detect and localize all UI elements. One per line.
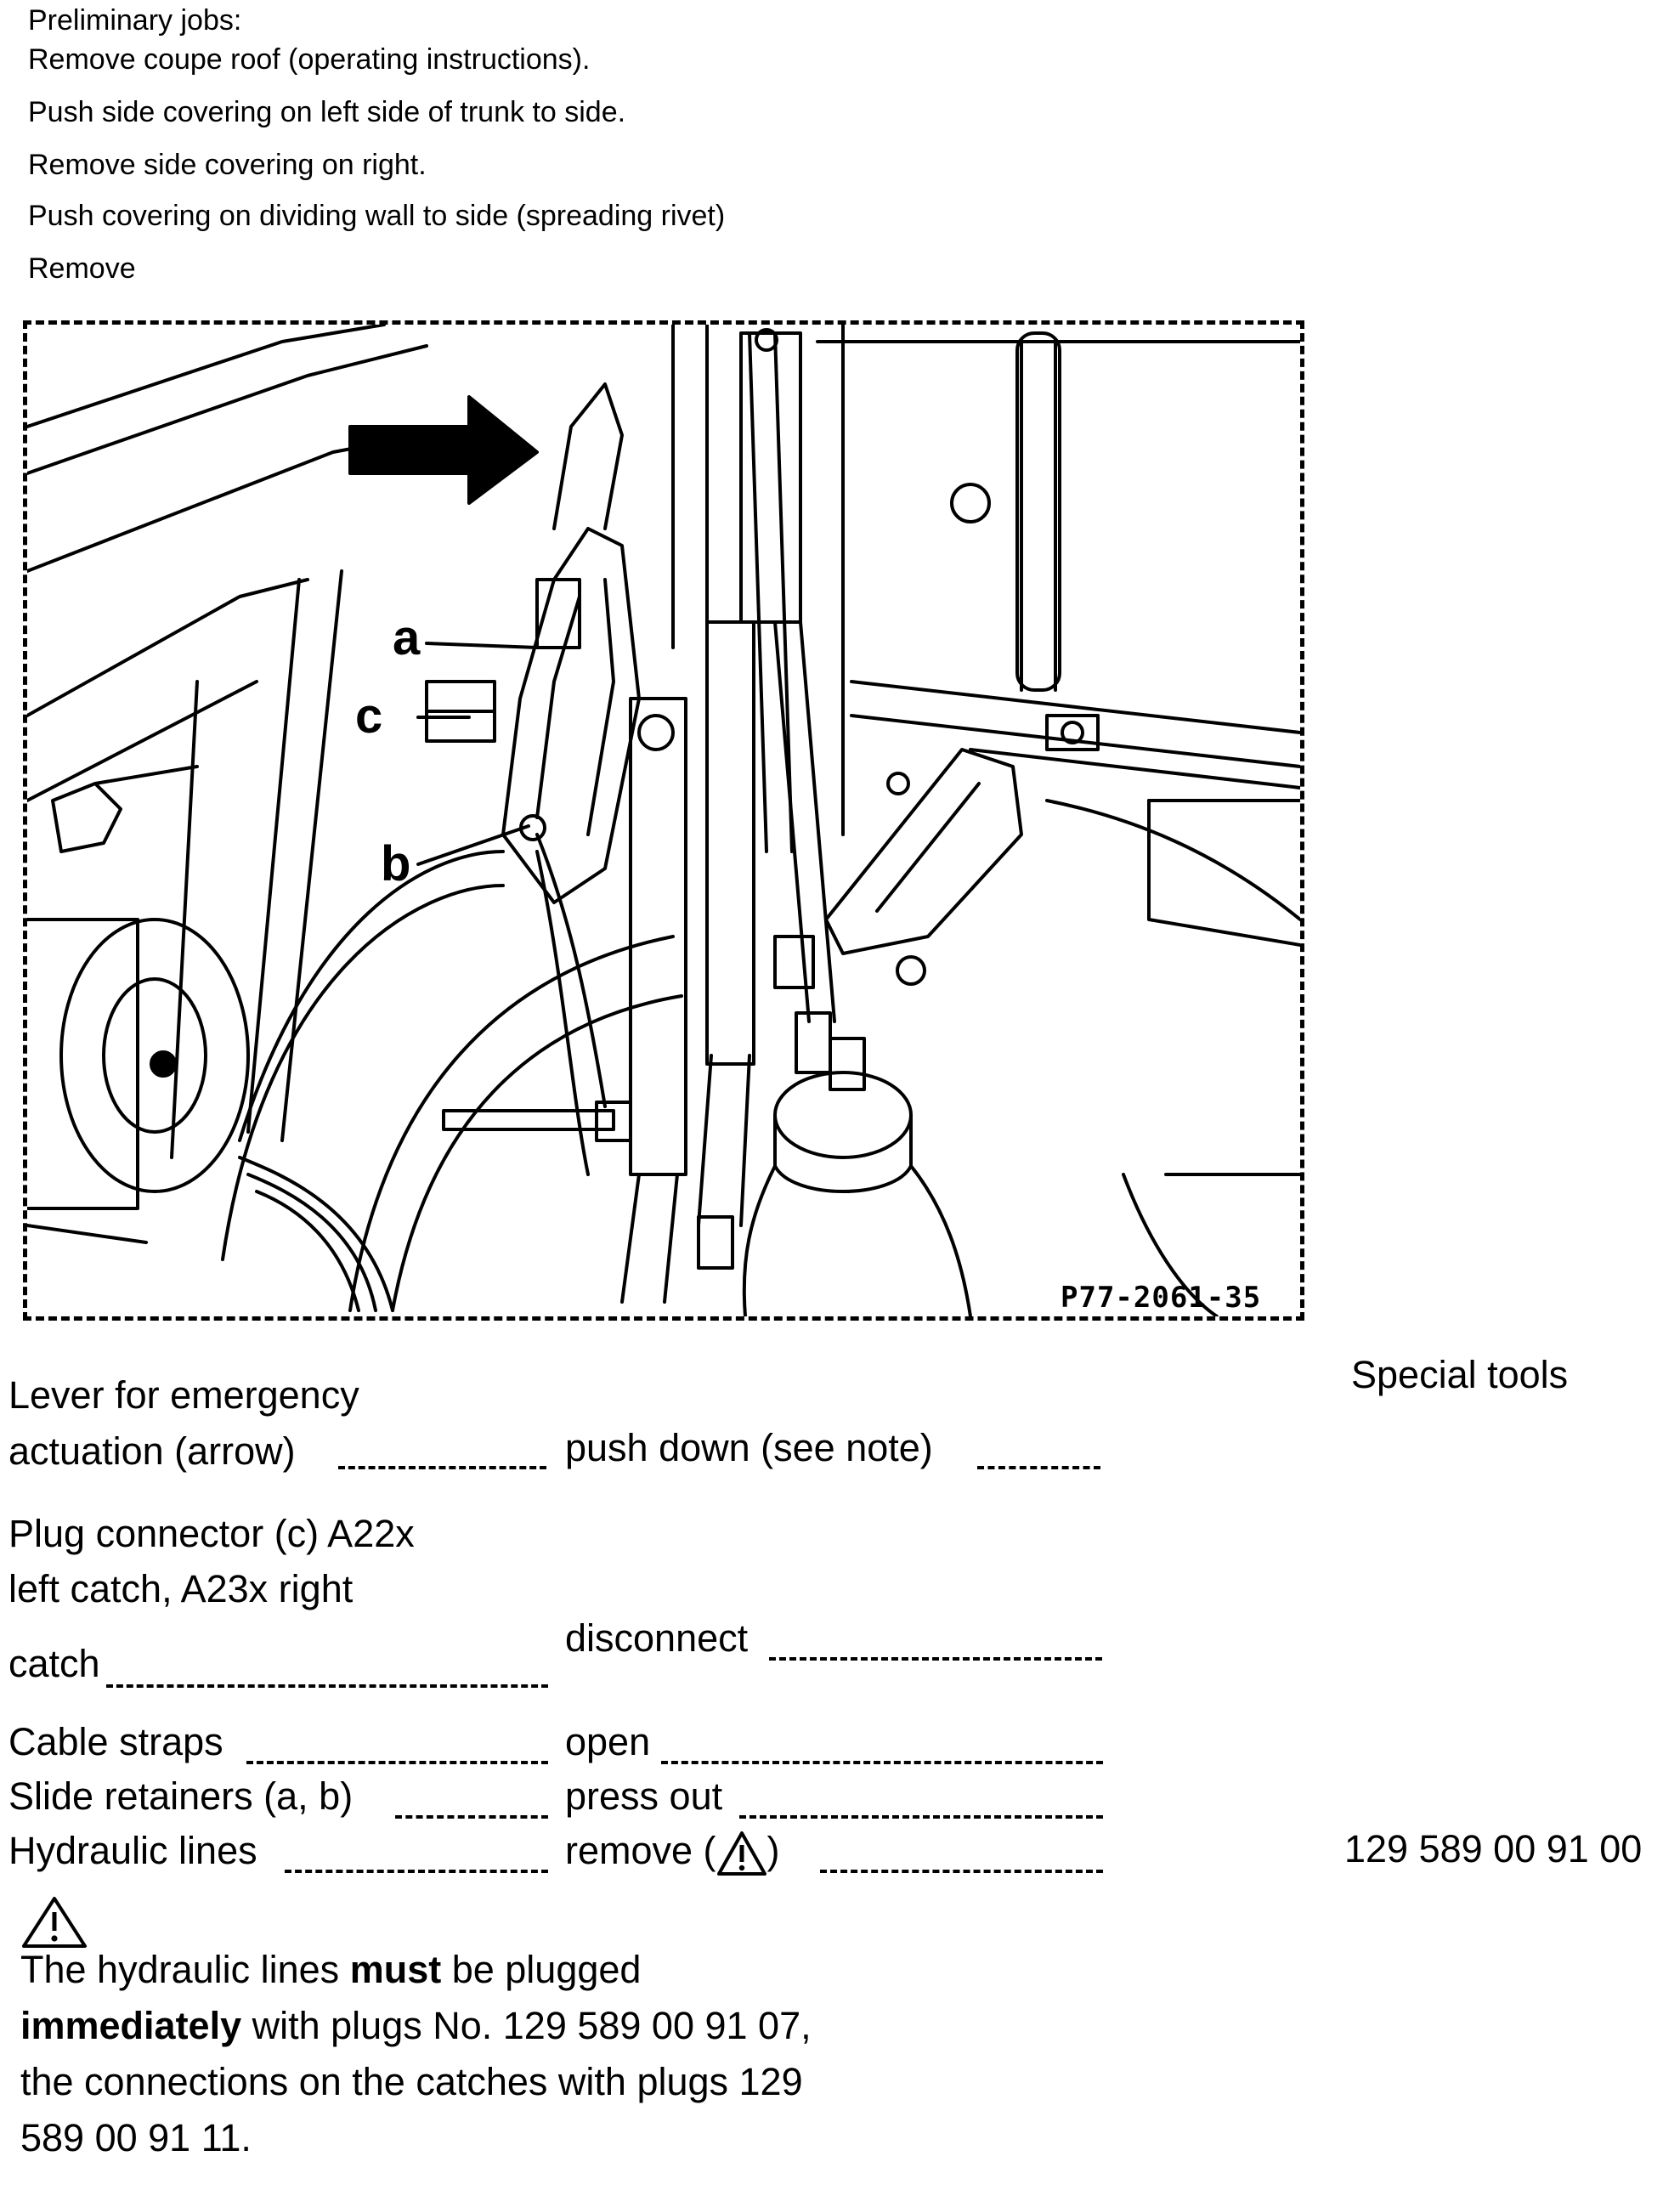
step-1-action-leader	[977, 1466, 1100, 1469]
note-text-2: be plugged	[441, 1948, 642, 1991]
step-3-action: open	[565, 1720, 651, 1763]
step-2-component-line2: left catch, A23x right	[8, 1567, 354, 1610]
figure-code: P77-2061-35	[1061, 1281, 1262, 1315]
figure-label-a: a	[393, 610, 421, 665]
step-4-action-leader	[739, 1815, 1103, 1819]
preliminary-step-3: Remove side covering on right.	[28, 149, 427, 181]
step-5-action-prefix: remove (	[565, 1829, 716, 1872]
step-5-component: Hydraulic lines	[8, 1829, 257, 1872]
warning-icon	[716, 1831, 766, 1876]
note-emphasis-must: must	[349, 1948, 442, 1991]
step-2-leader	[106, 1684, 548, 1688]
roof-latch-diagram	[27, 325, 1300, 1316]
step-1-component-line2: actuation (arrow)	[8, 1429, 296, 1473]
figure-label-b: b	[381, 836, 411, 891]
step-2-action-leader	[769, 1657, 1102, 1661]
preliminary-step-2: Push side covering on left side of trunk…	[28, 96, 626, 128]
step-4-component: Slide retainers (a, b)	[8, 1774, 354, 1818]
step-1-action: push down (see note)	[565, 1426, 933, 1469]
step-1-leader	[338, 1466, 546, 1469]
note-text-3: with plugs No. 129 589 00 91 07, the con…	[20, 2004, 812, 2159]
figure-label-c: c	[355, 688, 383, 744]
step-3-component: Cable straps	[8, 1720, 223, 1763]
step-3-leader	[246, 1761, 548, 1764]
step-1-component-line1: Lever for emergency	[8, 1373, 359, 1417]
step-4-action: press out	[565, 1774, 723, 1818]
special-tool-part-number: 129 589 00 91 00	[1344, 1827, 1643, 1870]
warning-note: The hydraulic lines must be plugged imme…	[20, 1942, 870, 2166]
technical-illustration: a c b P77-2061-35	[23, 320, 1304, 1321]
step-4-leader	[395, 1815, 548, 1819]
step-5-action-leader	[820, 1870, 1103, 1873]
step-2-component-line1: Plug connector (c) A22x	[8, 1512, 415, 1555]
step-5-action-suffix: )	[766, 1829, 780, 1872]
step-2-action: disconnect	[565, 1616, 749, 1660]
preliminary-heading: Preliminary jobs:	[28, 4, 242, 37]
preliminary-step-5: Remove	[28, 252, 136, 285]
preliminary-step-4: Push covering on dividing wall to side (…	[28, 200, 726, 232]
step-2-component-line3: catch	[8, 1642, 100, 1685]
note-emphasis-immediately: immediately	[20, 2004, 242, 2047]
note-warning-icon	[22, 1897, 87, 1948]
step-3-action-leader	[661, 1761, 1103, 1764]
preliminary-step-1: Remove coupe roof (operating instruction…	[28, 43, 591, 76]
step-5-action: remove ()	[565, 1825, 780, 1876]
step-5-leader	[285, 1870, 548, 1873]
note-text-1: The hydraulic lines	[20, 1948, 350, 1991]
special-tools-header: Special tools	[1351, 1353, 1569, 1396]
